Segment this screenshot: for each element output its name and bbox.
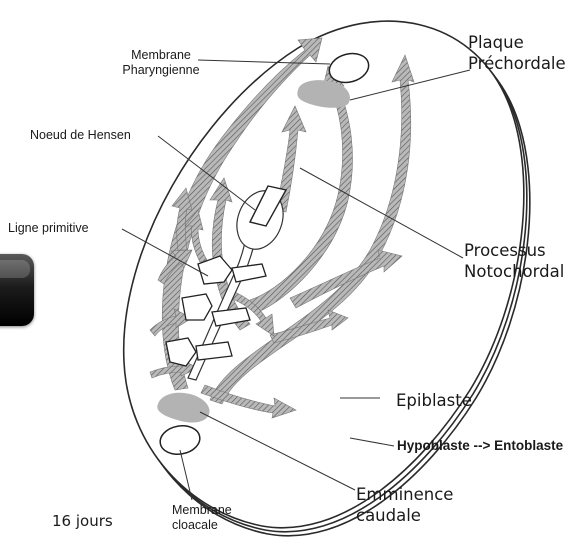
- label-noeud-de-hensen: Noeud de Hensen: [30, 128, 131, 143]
- label-processus-notochordal: Processus Notochordal: [464, 240, 564, 282]
- label-line: Pharyngienne: [112, 63, 210, 78]
- label-ligne-primitive: Ligne primitive: [8, 221, 89, 236]
- label-membrane-pharyngienne: Membrane Pharyngienne: [112, 48, 210, 78]
- label-epiblaste: Epiblaste: [396, 390, 472, 411]
- label-line: Membrane: [112, 48, 210, 63]
- label-membrane-cloacale: Membrane cloacale: [172, 503, 232, 533]
- label-line: caudale: [356, 505, 453, 526]
- label-plaque-prechordale: Plaque Préchordale: [468, 32, 566, 74]
- label-line: Emminence: [356, 484, 453, 505]
- side-tab-handle[interactable]: [0, 254, 34, 326]
- label-line: Membrane: [172, 503, 232, 518]
- label-line: Processus: [464, 240, 564, 261]
- label-line: Préchordale: [468, 53, 566, 74]
- label-hypoblaste: Hypoblaste --> Entoblaste: [397, 438, 563, 453]
- label-line: Plaque: [468, 32, 566, 53]
- label-line: cloacale: [172, 518, 232, 533]
- label-stage: 16 jours: [52, 512, 113, 530]
- label-line: Notochordal: [464, 261, 564, 282]
- label-emminence-caudale: Emminence caudale: [356, 484, 453, 526]
